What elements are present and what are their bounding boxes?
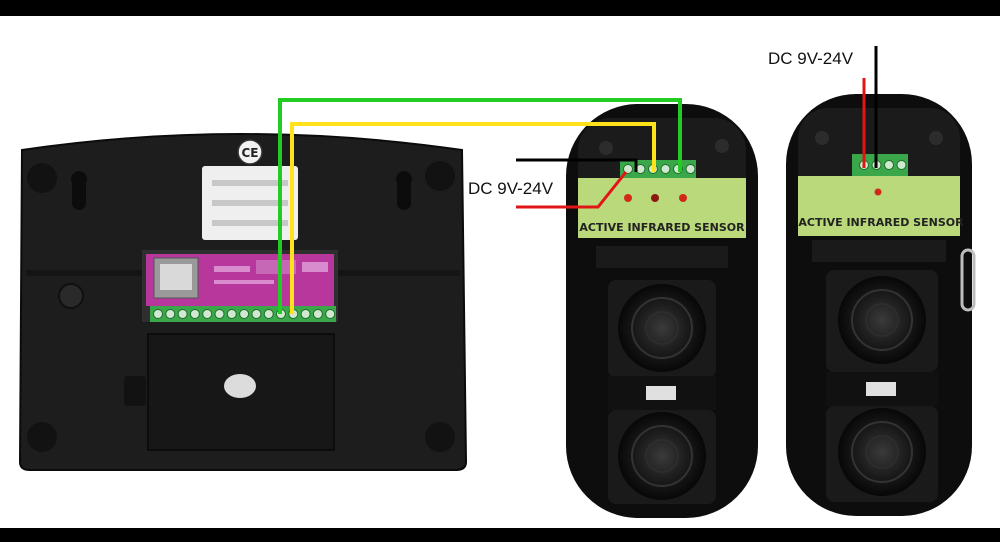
panel-foot-bottom-left [27, 422, 57, 452]
sensor-left-led-3 [679, 194, 687, 202]
wire-yellow-common [290, 122, 656, 314]
terminal-screw [202, 309, 213, 319]
terminal-screw [685, 164, 696, 174]
wires [278, 46, 878, 314]
keyhole-right [396, 171, 412, 210]
ce-mark-text: CE [241, 146, 258, 160]
terminal-screw [263, 309, 274, 319]
terminal-screw [660, 164, 671, 174]
letterbox-bottom [0, 528, 1000, 542]
sensor-left-label-tag [646, 386, 676, 400]
keyhole-left [70, 171, 87, 210]
sensor-right-power-led [874, 188, 882, 196]
sensor-left-band [578, 178, 746, 238]
sensor-left-lens-top [618, 284, 706, 372]
diagram-canvas: CE [0, 16, 1000, 528]
power-label-right: DC 9V-24V [768, 49, 854, 68]
alarm-panel: CE [18, 133, 468, 471]
terminal-screw [300, 309, 311, 319]
terminal-screw [214, 309, 225, 319]
terminal-screw [896, 160, 907, 170]
terminal-screw [177, 309, 188, 319]
ce-mark [237, 139, 263, 165]
panel-terminal-screws [153, 309, 336, 319]
wire-green-alarm [278, 98, 682, 314]
sensor-left-led-2 [651, 194, 659, 202]
power-label-left: DC 9V-24V [468, 179, 554, 198]
terminal-screw [623, 164, 633, 174]
terminal-screw [251, 309, 262, 319]
wire-red-power-left [516, 171, 628, 209]
terminal-screw [189, 309, 200, 319]
sensor-right: ACTIVE INFRARED SENSOR [786, 94, 976, 516]
terminal-screw [226, 309, 237, 319]
panel-foot-top-right [425, 161, 455, 191]
sensor-right-label-tag [866, 382, 896, 396]
terminal-screw [239, 309, 250, 319]
panel-foot-top-left [27, 163, 57, 193]
sensor-right-name: ACTIVE INFRARED SENSOR [798, 216, 964, 229]
wire-black-power-left [516, 158, 638, 172]
terminal-screw [312, 309, 323, 319]
passed-sticker [224, 374, 256, 398]
letterbox-top [0, 0, 1000, 16]
terminal-screw [153, 309, 163, 319]
sensor-right-lens-top [838, 276, 926, 364]
sensor-right-lens-bottom [838, 408, 926, 496]
panel-foot-bottom-right [425, 422, 455, 452]
sensor-right-band [798, 176, 960, 236]
terminal-screw [165, 309, 176, 319]
sensor-left-name: ACTIVE INFRARED SENSOR [579, 221, 745, 234]
terminal-screw [325, 309, 336, 319]
sensor-left-lens-bottom [618, 412, 706, 500]
sensor-left: ACTIVE INFRARED SENSOR [566, 104, 758, 518]
terminal-screw [884, 160, 894, 170]
diagram-svg: CE [18, 46, 976, 518]
sensor-left-led-1 [624, 194, 632, 202]
